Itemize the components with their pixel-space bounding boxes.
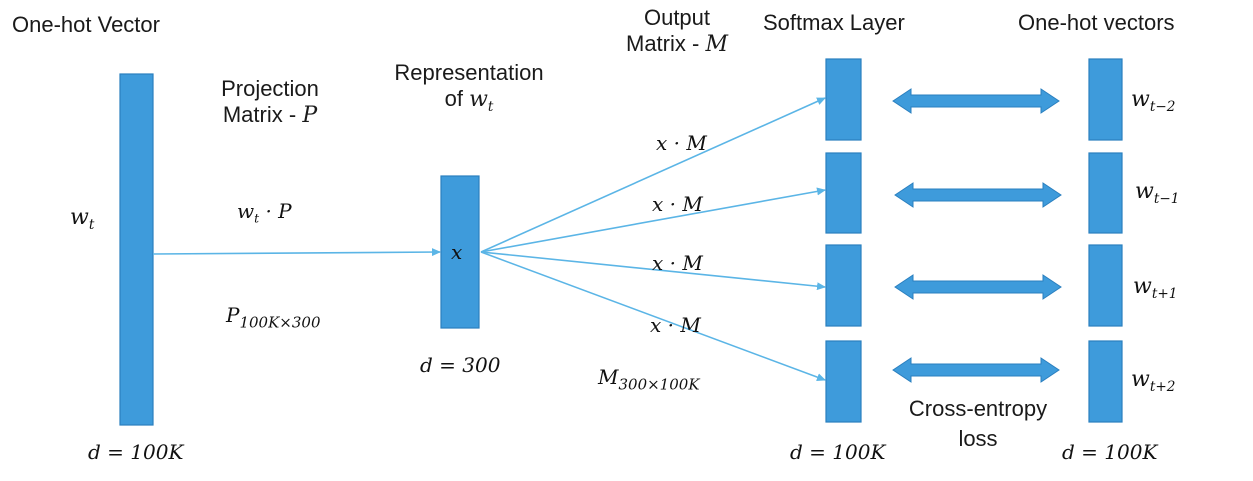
representation-w-sub: t <box>487 99 494 116</box>
target-1-w: w <box>1131 87 1150 112</box>
target-label-4: wt+2 <box>1131 367 1175 396</box>
softmax-box-2 <box>825 152 862 234</box>
double-arrow-4 <box>892 357 1060 383</box>
output-arrow-2 <box>480 187 826 253</box>
representation-label-line2: of wt <box>372 86 566 116</box>
p-subscript: 100K×300 <box>239 313 321 332</box>
hidden-x-label: x <box>451 240 463 264</box>
p-dimensions-label: P100K×300 <box>226 303 321 332</box>
m-symbol: M <box>598 365 619 389</box>
input-w: w <box>70 205 89 230</box>
x-dot-m-label-3: x · M <box>652 251 703 275</box>
softmax-box-1 <box>825 58 862 141</box>
input-dimension-label: d = 100K <box>88 440 184 464</box>
input-wt-label: wt <box>70 205 94 234</box>
target-3-sub: t+1 <box>1151 286 1178 303</box>
output-var: M <box>705 32 728 58</box>
representation-w: w <box>469 87 488 113</box>
x-dot-m-label-1: x · M <box>656 131 707 155</box>
target-4-sub: t+2 <box>1149 379 1176 396</box>
target-3-w: w <box>1133 274 1152 299</box>
wtp-w-sub: t <box>254 210 260 226</box>
output-label-line2: Matrix - M <box>602 31 752 58</box>
input-one-hot-vector-box <box>119 73 154 426</box>
output-matrix-label: Output Matrix - M <box>602 5 752 59</box>
m-subscript: 300×100K <box>618 375 700 394</box>
output-arrow-4 <box>480 251 826 381</box>
double-arrow-3 <box>894 274 1062 300</box>
wtp-w: w <box>237 199 255 223</box>
cross-entropy-label: Cross-entropy loss <box>888 396 1068 453</box>
projection-label-text: Matrix - <box>222 102 303 128</box>
representation-label: Representation of wt <box>372 60 566 116</box>
target-label-3: wt+1 <box>1133 274 1177 303</box>
projection-var: P <box>302 103 318 129</box>
softmax-layer-heading: Softmax Layer <box>763 10 905 35</box>
output-arrow-1 <box>480 97 826 253</box>
target-box-3 <box>1088 244 1123 327</box>
representation-box <box>440 175 480 329</box>
wtp-dot-p: · P <box>265 199 292 223</box>
target-box-2 <box>1088 152 1123 234</box>
target-dimension-label: d = 100K <box>1062 440 1158 464</box>
input-w-sub: t <box>88 217 95 234</box>
hidden-dimension-label: d = 300 <box>420 353 501 377</box>
projection-matrix-label: Projection Matrix - P <box>200 76 340 130</box>
representation-of-text: of <box>444 86 470 112</box>
target-box-1 <box>1088 58 1123 141</box>
double-arrow-2 <box>894 182 1062 208</box>
target-label-1: wt−2 <box>1131 87 1175 116</box>
projection-label-line2: Matrix - P <box>200 102 340 129</box>
cross-entropy-line2: loss <box>958 426 998 452</box>
target-2-w: w <box>1135 179 1154 204</box>
double-arrow-1 <box>892 88 1060 114</box>
target-1-sub: t−2 <box>1149 99 1176 116</box>
one-hot-vector-heading: One-hot Vector <box>12 12 160 37</box>
m-dimensions-label: M300×100K <box>598 365 700 394</box>
output-label-line1: Output <box>643 5 711 30</box>
target-box-4 <box>1088 340 1123 423</box>
target-4-w: w <box>1131 367 1150 392</box>
output-arrow-3 <box>480 251 826 291</box>
representation-var: wt <box>469 87 493 115</box>
softmax-box-4 <box>825 340 862 423</box>
target-label-2: wt−1 <box>1135 179 1179 208</box>
softmax-dimension-label: d = 100K <box>790 440 886 464</box>
wt-dot-p-label: wt · P <box>237 199 292 227</box>
representation-label-line1: Representation <box>394 60 544 85</box>
target-2-sub: t−1 <box>1153 191 1180 208</box>
projection-label-line1: Projection <box>221 76 319 101</box>
cross-entropy-line1: Cross-entropy <box>908 396 1048 421</box>
softmax-box-3 <box>825 244 862 327</box>
x-dot-m-label-4: x · M <box>650 313 701 337</box>
projection-arrow <box>152 248 441 257</box>
output-label-text: Matrix - <box>626 31 706 57</box>
p-symbol: P <box>226 303 240 327</box>
x-dot-m-label-2: x · M <box>652 192 703 216</box>
one-hot-vectors-heading: One-hot vectors <box>1018 10 1175 35</box>
